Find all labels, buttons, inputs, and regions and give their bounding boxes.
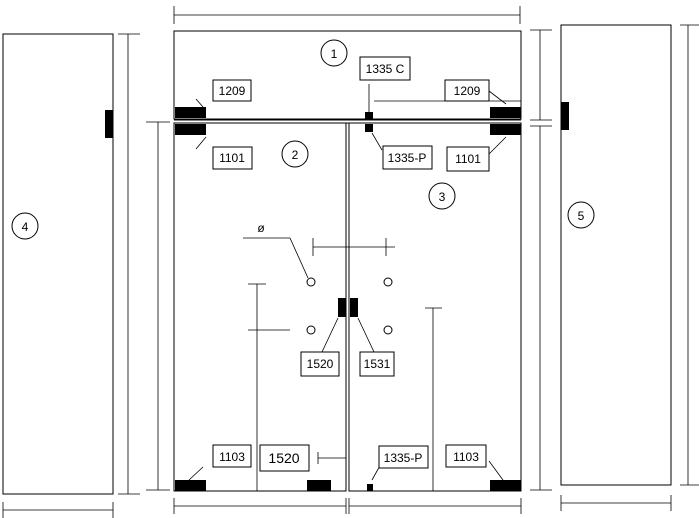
side-panel-5: 5 (560, 24, 699, 511)
label-1520-bottom: 1520 (259, 444, 310, 472)
hole-left-upper (306, 277, 316, 287)
panel-3-number: 3 (439, 190, 446, 204)
hole-right-lower (383, 325, 393, 335)
top-pivot-1101-right (490, 124, 521, 135)
diameter-symbol: ø (257, 221, 265, 235)
top-hinge-1209-left (175, 107, 206, 118)
label-1520-mid: 1520 (300, 351, 340, 377)
label-1209-left: 1209 (212, 79, 252, 102)
panel-2-callout (281, 140, 309, 168)
label-1101-left: 1101 (212, 146, 253, 170)
hole-right-upper (383, 277, 393, 287)
label-1101-right: 1101 (446, 146, 490, 172)
svg-text:1335-P: 1335-P (388, 151, 427, 165)
panel-4-clamp (105, 110, 113, 138)
panel-1-callout (320, 39, 348, 67)
label-1335p-bottom: 1335-P (378, 445, 429, 469)
svg-text:1101: 1101 (219, 151, 245, 165)
svg-text:1520: 1520 (307, 357, 334, 371)
panel-1-number: 1 (331, 47, 338, 61)
svg-text:1103: 1103 (453, 450, 479, 464)
door-leaf-2 (173, 122, 347, 492)
label-1335c: 1335 C (359, 56, 411, 81)
svg-text:1101: 1101 (455, 152, 481, 166)
panel-5-outline (560, 24, 672, 486)
panel-3-callout (428, 182, 456, 210)
svg-text:1335-P: 1335-P (384, 451, 423, 465)
label-1103-left: 1103 (212, 444, 252, 468)
lock-1520-mid (338, 298, 346, 317)
svg-text:1531: 1531 (364, 357, 391, 371)
svg-text:1520: 1520 (268, 450, 299, 466)
transom-panel-1 (173, 30, 522, 120)
panel-5-clamp (561, 102, 569, 130)
bottom-lock-1520 (307, 480, 331, 491)
svg-text:1209: 1209 (219, 84, 246, 98)
label-1209-right: 1209 (444, 79, 490, 102)
bottom-pivot-1103-left (175, 480, 206, 491)
panel-5-callout (567, 201, 595, 229)
svg-text:1209: 1209 (454, 84, 481, 98)
door-leaf-3 (348, 122, 522, 492)
top-hinge-1209-right (490, 107, 521, 118)
svg-text:1335 C: 1335 C (366, 62, 405, 76)
panel-4-callout (11, 212, 39, 240)
label-1531: 1531 (359, 351, 395, 377)
label-1335p-top: 1335-P (382, 145, 433, 170)
top-pivot-1101-left (175, 124, 206, 135)
panel-2-number: 2 (292, 148, 299, 162)
label-1103-right: 1103 (445, 444, 487, 468)
hole-left-lower (306, 325, 316, 335)
strike-1335p-top (365, 124, 373, 132)
svg-text:1103: 1103 (219, 450, 245, 464)
lock-1335c (365, 112, 373, 120)
strike-1335p-bottom (367, 484, 373, 491)
panel-4-outline (2, 33, 114, 495)
panel-4-number: 4 (22, 220, 29, 234)
strike-1531 (350, 298, 358, 317)
bottom-pivot-1103-right (490, 480, 521, 491)
side-panel-4: 4 (2, 33, 140, 518)
panel-5-number: 5 (578, 209, 585, 223)
